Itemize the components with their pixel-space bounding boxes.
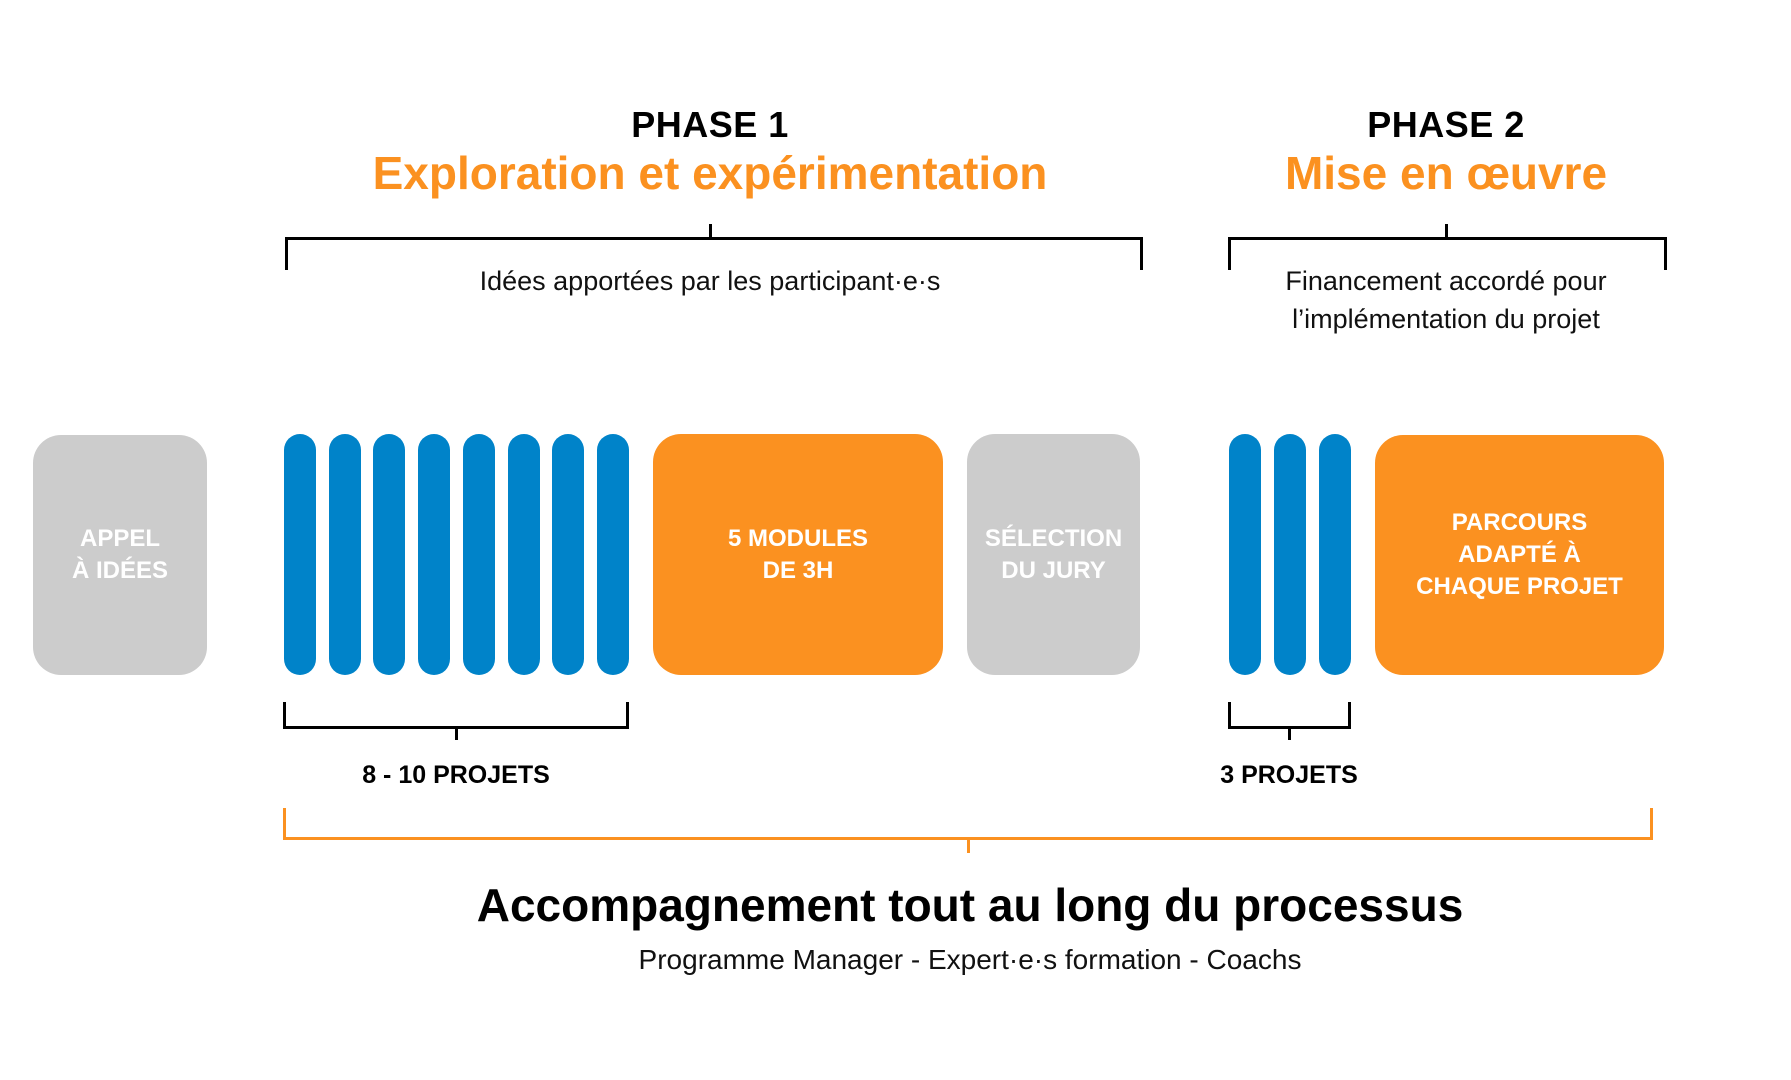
step-call-for-ideas-line1: APPEL — [79, 525, 160, 552]
project-bar — [1274, 434, 1306, 675]
project-bar — [328, 434, 361, 675]
project-bar — [1319, 434, 1351, 675]
phase2-description: Financement accordé pour l’implémentatio… — [1236, 262, 1656, 338]
step-jury-line2: DU JURY — [1001, 556, 1106, 584]
phase1-bracket-tick — [709, 224, 712, 238]
phase1-description: Idées apportées par les participant·e·s — [479, 266, 941, 296]
phase1-projects-label: 8 - 10 PROJETS — [362, 761, 550, 789]
step-modules-line2: DE 3H — [762, 556, 834, 584]
phase2-label: PHASE 2 — [1367, 104, 1525, 145]
phase1-title: Exploration et expérimentation — [372, 147, 1048, 199]
project-bar — [462, 434, 495, 675]
phase2-projects-label: 3 PROJETS — [1220, 761, 1358, 789]
project-bar — [373, 434, 406, 675]
step-call-for-ideas: APPEL À IDÉES — [33, 435, 207, 675]
phase2-projects-bracket-tick — [1288, 727, 1291, 740]
phase2-title: Mise en œuvre — [1284, 147, 1608, 199]
phase2-bracket-tick — [1445, 224, 1448, 238]
project-bar — [552, 434, 585, 675]
project-bar — [418, 434, 451, 675]
phase1-label: PHASE 1 — [631, 104, 789, 145]
step-jury-selection: SÉLECTION DU JURY — [967, 434, 1140, 675]
phase2-description-line2: l’implémentation du projet — [1292, 304, 1600, 334]
phase2-projects-bracket — [1228, 702, 1351, 729]
step-jury-line1: SÉLECTION — [984, 524, 1123, 552]
step-modules-line1: 5 MODULES — [727, 524, 868, 552]
step-call-for-ideas-line2: À IDÉES — [71, 557, 169, 584]
support-subtitle: Programme Manager - Expert·e·s formation… — [638, 944, 1302, 975]
phase1-projects-bracket-tick — [455, 727, 458, 740]
step-path-line3: CHAQUE PROJET — [1416, 573, 1623, 600]
project-bar — [1229, 434, 1261, 675]
project-bar — [507, 434, 540, 675]
phase2-bracket — [1228, 237, 1667, 270]
step-custom-path: PARCOURS ADAPTÉ À CHAQUE PROJET — [1375, 435, 1664, 675]
phase1-bracket — [285, 237, 1143, 270]
support-bracket — [283, 808, 1653, 840]
step-modules: 5 MODULES DE 3H — [653, 434, 943, 675]
project-bar — [284, 434, 316, 675]
support-title: Accompagnement tout au long du processus — [476, 879, 1464, 931]
step-path-line1: PARCOURS — [1451, 509, 1588, 536]
support-bracket-tick — [967, 838, 970, 853]
step-path-line2: ADAPTÉ À — [1458, 541, 1581, 568]
project-bar — [596, 434, 629, 675]
phase1-projects-bracket — [283, 702, 629, 729]
phase2-description-line1: Financement accordé pour — [1285, 266, 1607, 296]
